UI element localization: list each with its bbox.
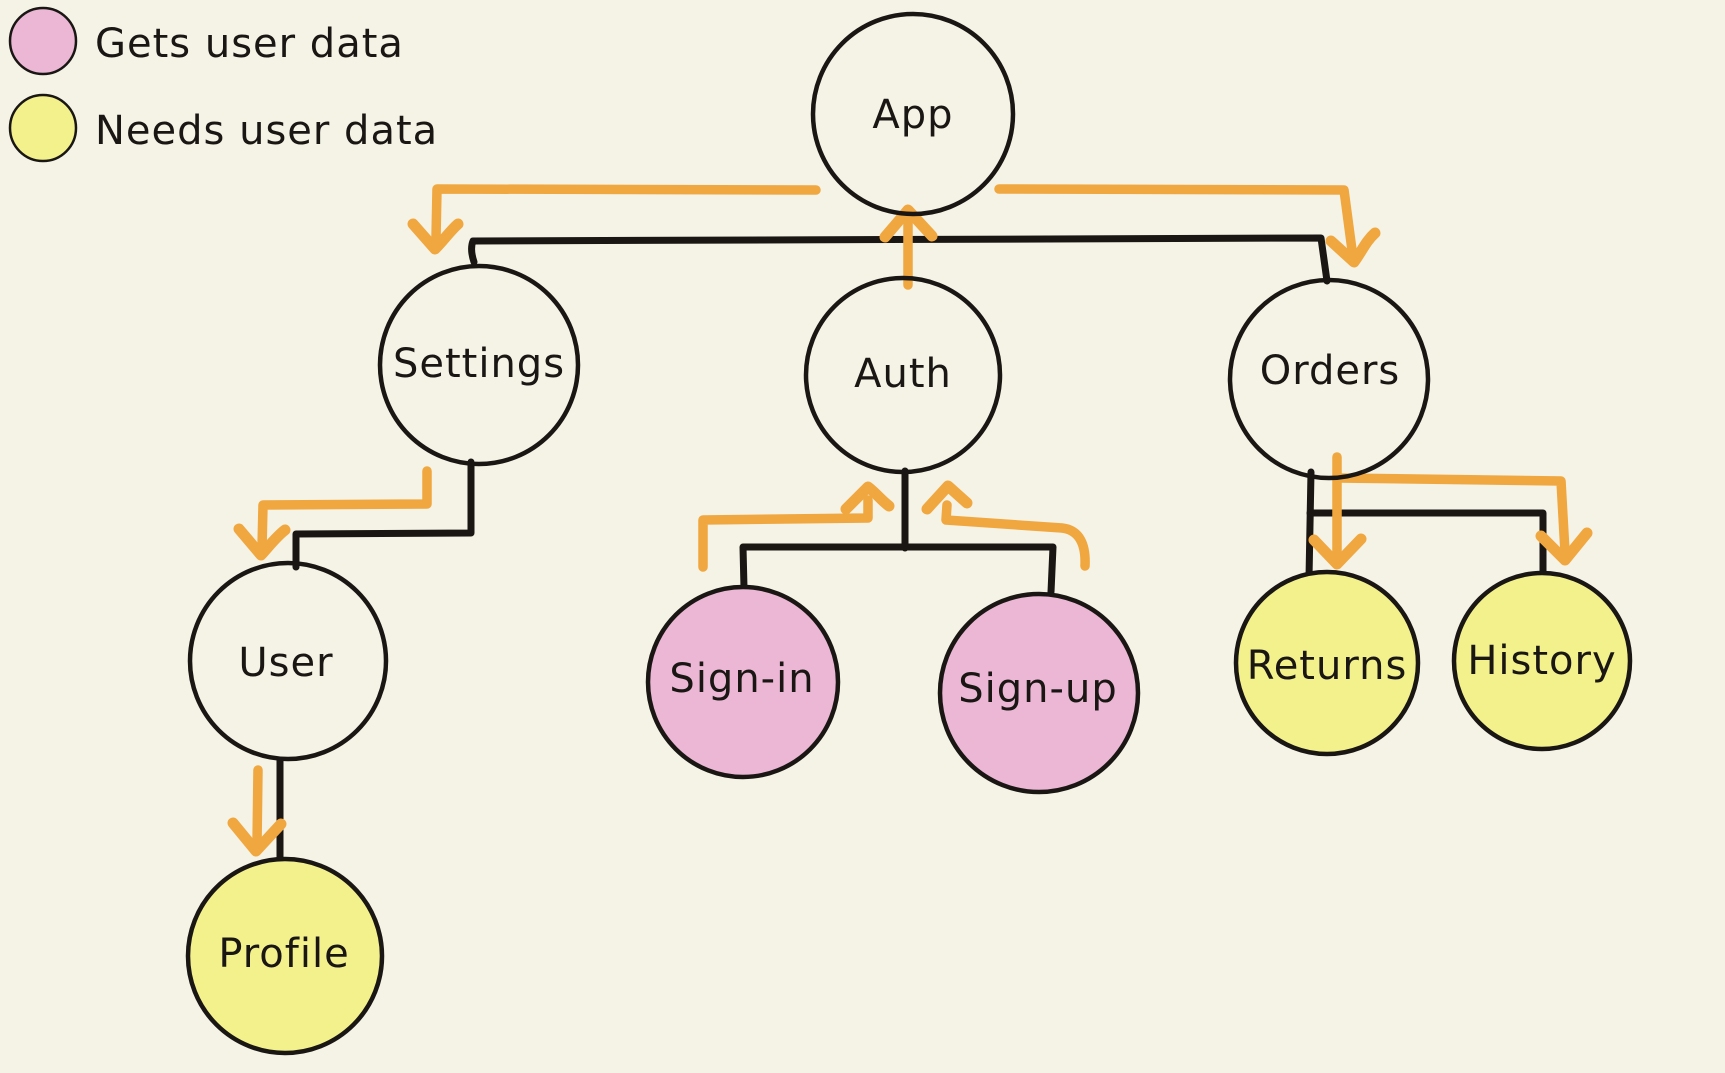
- node-app-circle: [810, 11, 1016, 217]
- arrow-signup-to-auth: [921, 480, 1090, 571]
- arrow-head-up-icon: [840, 481, 895, 515]
- legend-label-gets-user-data: Gets user data: [95, 21, 404, 67]
- node-history: History: [1451, 570, 1633, 752]
- node-user-circle: [187, 560, 389, 762]
- node-orders: Orders: [1227, 277, 1431, 481]
- arrow-auth-to-app: [879, 204, 938, 290]
- node-profile-circle: [185, 856, 385, 1056]
- node-signin-label: Sign-in: [669, 656, 814, 702]
- arrow-head-down-icon: [1325, 227, 1381, 268]
- arrow-head-down-icon: [407, 218, 464, 255]
- arrow-user-to-profile: [227, 765, 287, 857]
- arrow-settings-to-user: [233, 466, 432, 561]
- node-returns-label: Returns: [1247, 643, 1408, 689]
- legend: Gets user data Needs user data: [8, 6, 438, 163]
- node-orders-circle: [1227, 277, 1431, 481]
- edge-auth-to-signin-signup: [739, 543, 1057, 596]
- node-app: App: [810, 11, 1016, 217]
- node-signin: Sign-in: [645, 584, 841, 780]
- arrow-app-to-settings: [407, 184, 821, 255]
- tree-edges: [276, 234, 1547, 865]
- node-signup-label: Sign-up: [958, 666, 1117, 712]
- legend-swatch-needs-user-data: [8, 93, 78, 163]
- node-auth-label: Auth: [854, 351, 952, 397]
- node-orders-label: Orders: [1260, 348, 1401, 394]
- arrow-head-down-icon: [1535, 527, 1593, 566]
- node-profile-label: Profile: [218, 931, 349, 977]
- node-auth-circle: [803, 275, 1003, 475]
- node-app-label: App: [872, 92, 953, 138]
- node-history-label: History: [1467, 638, 1616, 684]
- node-signup-circle: [937, 591, 1141, 795]
- node-user: User: [187, 560, 389, 762]
- arrow-head-down-icon: [1308, 533, 1367, 570]
- legend-swatch-gets-user-data: [8, 6, 78, 76]
- arrow-head-up-icon: [921, 480, 973, 515]
- edge-orders-to-history: [1306, 509, 1547, 578]
- node-returns-circle: [1233, 569, 1421, 757]
- node-signin-circle: [645, 584, 841, 780]
- edge-orders-to-returns: [1305, 468, 1315, 582]
- data-flow-arrows: [227, 184, 1593, 857]
- node-profile: Profile: [185, 856, 385, 1056]
- arrow-head-up-icon: [879, 204, 938, 243]
- edge-settings-to-user: [292, 458, 475, 571]
- node-settings-circle: [377, 263, 581, 467]
- node-auth: Auth: [803, 275, 1003, 475]
- node-settings: Settings: [377, 263, 581, 467]
- nodes: App Settings Auth Orders User Profile Si…: [185, 11, 1633, 1056]
- node-history-circle: [1451, 570, 1633, 752]
- node-returns: Returns: [1233, 569, 1421, 757]
- arrow-signin-to-auth: [698, 481, 895, 572]
- edge-app-to-settings-orders: [468, 234, 1331, 285]
- arrow-head-down-icon: [233, 523, 291, 561]
- arrow-orders-to-history: [1333, 473, 1593, 566]
- arrow-head-down-icon: [227, 817, 287, 857]
- node-signup: Sign-up: [937, 591, 1141, 795]
- node-settings-label: Settings: [393, 341, 565, 387]
- node-user-label: User: [238, 640, 333, 686]
- legend-label-needs-user-data: Needs user data: [95, 108, 438, 154]
- arrow-app-to-orders: [994, 184, 1381, 268]
